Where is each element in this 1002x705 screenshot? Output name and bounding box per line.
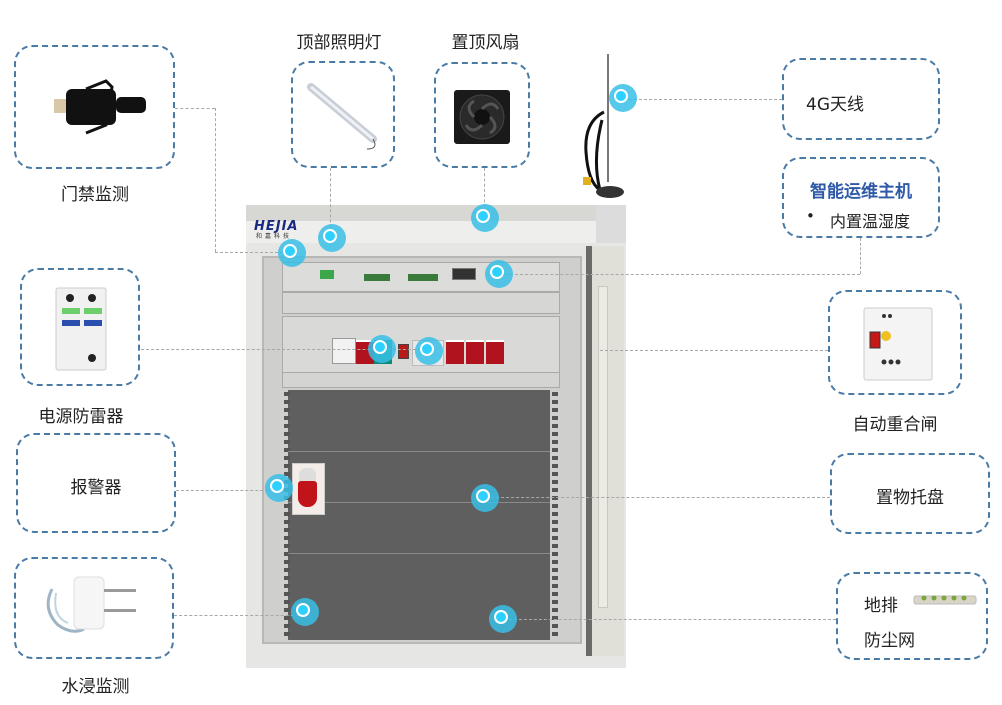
cabinet-top-right-block <box>596 205 626 243</box>
connector-line <box>175 108 215 109</box>
connector-line <box>215 108 216 252</box>
breaker <box>486 340 504 364</box>
label-smart-host-title: 智能运维主机 <box>810 182 912 202</box>
auto-recloser-icon <box>863 307 933 381</box>
connector-line <box>176 490 278 491</box>
hotspot-shelf[interactable] <box>471 484 499 512</box>
door-handle-bar <box>598 286 608 608</box>
hotspot-door-access[interactable] <box>278 239 306 267</box>
breaker <box>466 340 484 364</box>
callout-antenna: 4G天线 <box>782 58 940 140</box>
connector-line <box>330 168 331 238</box>
label-top-light: 顶部照明灯 <box>296 33 382 53</box>
alarm-speaker <box>299 468 316 482</box>
callout-door-access <box>14 45 175 169</box>
label-alarm: 报警器 <box>70 478 122 498</box>
callout-top-fan <box>434 62 530 168</box>
hotspot-auto-recloser[interactable] <box>415 337 443 365</box>
label-ground-bar: 地排 <box>864 596 898 616</box>
rocker-switch <box>398 344 409 359</box>
water-sensor-icon <box>46 576 136 633</box>
shelf-line <box>288 502 550 503</box>
connector-line <box>484 168 485 218</box>
surge-protector-icon <box>55 287 107 371</box>
hotspot-ground-dust[interactable] <box>489 605 517 633</box>
led-tube-icon <box>307 83 377 150</box>
hotspot-antenna[interactable] <box>609 84 637 112</box>
brand-subtitle: 和嘉科技 <box>256 233 293 240</box>
label-door-access: 门禁监测 <box>61 185 129 205</box>
hotspot-water-sensor[interactable] <box>291 598 319 626</box>
connector-line <box>600 350 828 351</box>
callout-alarm: 报警器 <box>16 433 176 533</box>
bullet-icon: • <box>806 207 815 225</box>
callout-top-light <box>291 61 395 168</box>
connector-line <box>174 615 304 616</box>
connector-line <box>860 238 861 274</box>
fan-icon <box>454 90 510 144</box>
label-antenna: 4G天线 <box>806 95 864 115</box>
equipment-bay <box>288 390 550 640</box>
antenna-icon <box>583 54 624 198</box>
breaker <box>446 340 464 364</box>
hotspot-top-light[interactable] <box>318 224 346 252</box>
terminal-block <box>364 274 390 281</box>
terminal-block <box>408 274 438 281</box>
connector-line <box>486 497 830 498</box>
blank-panel <box>282 372 560 388</box>
label-smart-host-feature: 内置温湿度 <box>830 212 911 231</box>
shelf-line <box>288 553 550 554</box>
mounting-rail-left <box>284 392 290 638</box>
mounting-rail-right <box>552 392 558 638</box>
display-window <box>452 268 476 280</box>
connector-line <box>504 619 836 620</box>
connector-line <box>215 252 293 253</box>
label-shelf: 置物托盘 <box>876 488 944 508</box>
hotspot-surge-protector[interactable] <box>368 335 396 363</box>
connector-line <box>141 349 431 350</box>
connector-line <box>624 99 782 100</box>
power-socket <box>332 338 356 364</box>
label-surge-protector: 电源防雷器 <box>38 407 124 427</box>
label-top-fan: 置顶风扇 <box>451 33 520 53</box>
blank-panel <box>282 292 560 314</box>
alarm-light <box>298 481 317 507</box>
label-auto-recloser: 自动重合闸 <box>852 415 938 435</box>
cabinet-top-cover <box>246 205 596 221</box>
brand-logo: HEJIA <box>254 219 299 234</box>
callout-auto-recloser <box>828 290 962 395</box>
terminal-block-green <box>320 270 334 279</box>
hotspot-alarm[interactable] <box>265 474 293 502</box>
connector-line <box>500 274 860 275</box>
callout-water-sensor <box>14 557 174 659</box>
callout-shelf: 置物托盘 <box>830 453 990 534</box>
ground-bar-icon <box>913 595 977 605</box>
shelf-line <box>288 451 550 452</box>
callout-surge-protector <box>20 268 140 386</box>
door-switch-icon <box>54 79 146 135</box>
hotspot-top-fan[interactable] <box>471 204 499 232</box>
label-water-sensor: 水浸监测 <box>61 677 130 697</box>
hotspot-smart-host[interactable] <box>485 260 513 288</box>
label-dust-filter: 防尘网 <box>864 631 915 651</box>
callout-ground-dust: 地排 防尘网 <box>836 572 988 660</box>
callout-smart-host: 智能运维主机 • 内置温湿度 <box>782 157 940 238</box>
